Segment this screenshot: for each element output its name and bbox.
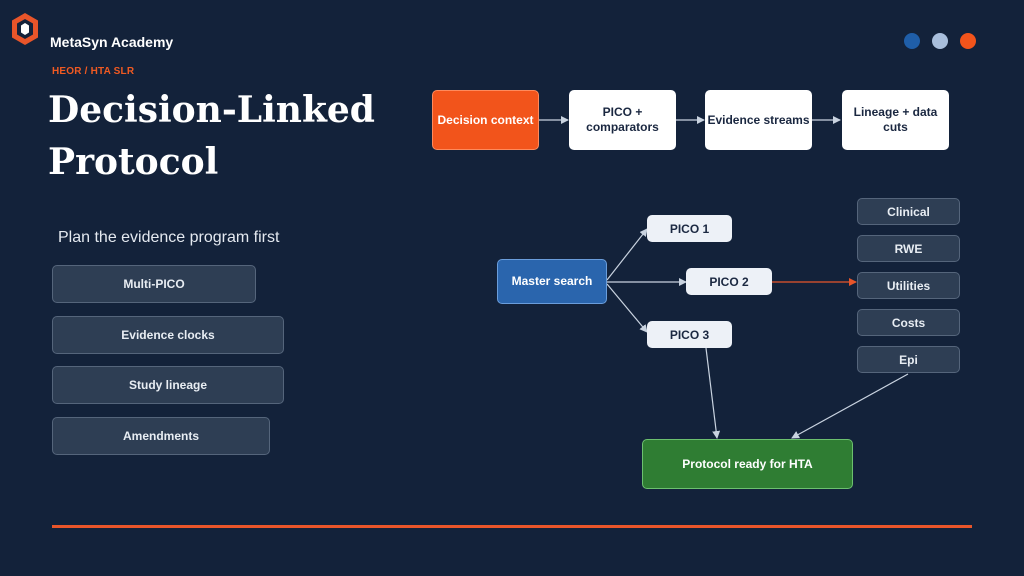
pico-1-node: PICO 1 <box>647 215 732 242</box>
pico-2-node: PICO 2 <box>686 268 772 295</box>
flow-step-lineage-data-cuts: Lineage + data cuts <box>842 90 949 150</box>
stream-utilities: Utilities <box>857 272 960 299</box>
section-kicker: HEOR / HTA SLR <box>52 66 135 77</box>
protocol-ready-node: Protocol ready for HTA <box>642 439 853 489</box>
flow-step-decision-context: Decision context <box>432 90 539 150</box>
flow-step-pico-comparators: PICO + comparators <box>569 90 676 150</box>
bottom-divider <box>52 525 972 528</box>
slide-title: Decision-Linked Protocol <box>48 89 375 183</box>
nav-dot-1[interactable] <box>904 33 920 49</box>
bullet-study-lineage: Study lineage <box>52 366 284 404</box>
brand-name: MetaSyn Academy <box>50 34 174 50</box>
pico-3-node: PICO 3 <box>647 321 732 348</box>
nav-dot-3[interactable] <box>960 33 976 49</box>
bullet-amendments: Amendments <box>52 417 270 455</box>
master-to-pico-3 <box>606 283 648 333</box>
master-search-node: Master search <box>497 259 607 304</box>
hexagon-logo-icon <box>12 13 38 45</box>
stream-costs: Costs <box>857 309 960 336</box>
bullet-multi-pico: Multi-PICO <box>52 265 256 303</box>
flow-step-evidence-streams: Evidence streams <box>705 90 812 150</box>
master-to-pico-1 <box>606 228 648 281</box>
nav-dot-2[interactable] <box>932 33 948 49</box>
stream-clinical: Clinical <box>857 198 960 225</box>
stream-epi: Epi <box>857 346 960 373</box>
slide-subtitle: Plan the evidence program first <box>58 229 280 246</box>
bullet-evidence-clocks: Evidence clocks <box>52 316 284 354</box>
stream-rwe: RWE <box>857 235 960 262</box>
pico-3-to-protocol <box>705 347 721 439</box>
slide-nav-dots <box>904 33 976 49</box>
epi-to-protocol <box>791 373 909 439</box>
